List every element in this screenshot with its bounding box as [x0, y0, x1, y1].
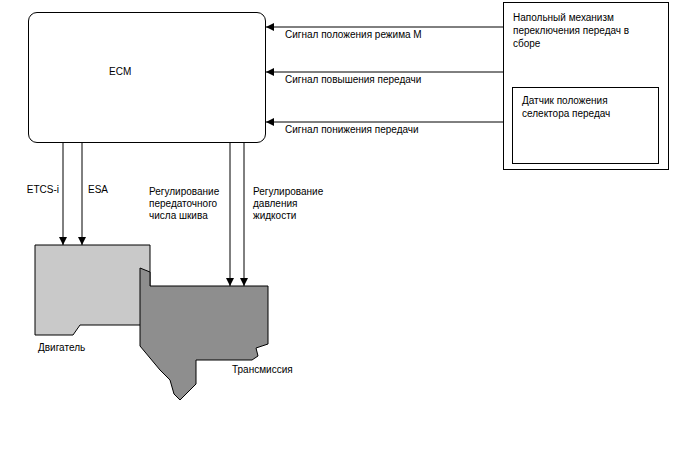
- control-unit-box: ECM: [28, 12, 266, 143]
- transmission-block-shape: [140, 268, 268, 400]
- signal-label: ETCS-i: [13, 184, 59, 196]
- node-label: Напольный механизм переключения передач …: [513, 11, 658, 50]
- node-label: Двигатель: [38, 341, 85, 354]
- signal-label: Сигнал повышения передачи: [285, 74, 421, 86]
- signal-arrow: [266, 122, 503, 123]
- signal-label: Регулирование передаточного числа шкива: [149, 186, 226, 222]
- node-label: ECM: [109, 65, 131, 78]
- assembly-box: Напольный механизм переключения передач …: [503, 2, 669, 170]
- signal-arrow: [230, 143, 231, 286]
- signal-arrow: [82, 143, 83, 245]
- signal-arrow: [266, 27, 503, 28]
- node-label: Датчик положения селектора передач: [522, 94, 650, 120]
- engine-block-outline: [35, 245, 150, 335]
- signal-arrow: [244, 143, 245, 286]
- signal-label: ESA: [88, 184, 128, 196]
- signal-arrow: [266, 72, 503, 73]
- engine-block: Двигатель: [35, 245, 150, 335]
- transmission-block-outline: [140, 286, 270, 398]
- engine-block-shape: [35, 245, 150, 335]
- signal-label: Сигнал положения режима M: [285, 29, 422, 41]
- sensor-box: Датчик положения селектора передач: [512, 87, 659, 164]
- transmission-block: Трансмиссия: [140, 286, 270, 398]
- node-label: Трансмиссия: [232, 363, 293, 376]
- signal-arrow: [63, 143, 64, 245]
- signal-label: Сигнал понижения передачи: [285, 124, 419, 136]
- signal-label: Регулирование давления жидкости: [253, 186, 333, 222]
